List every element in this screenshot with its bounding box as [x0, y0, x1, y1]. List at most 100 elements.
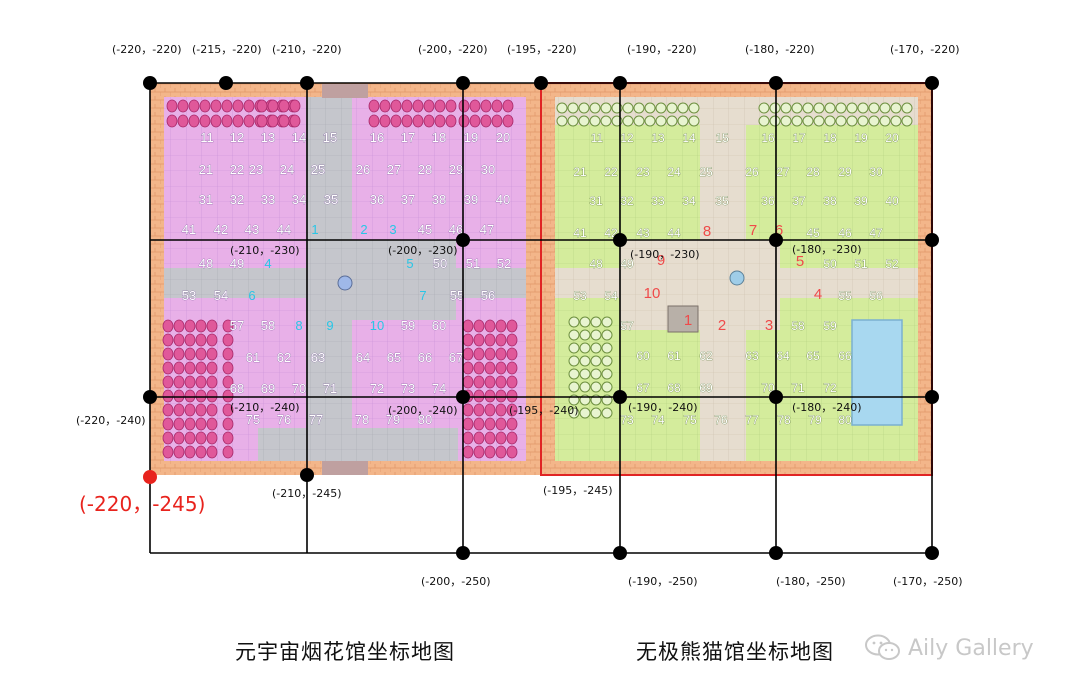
pink-tree-icon — [206, 361, 218, 375]
left-special-plot: 10 — [370, 318, 384, 333]
left-bottom-path — [258, 428, 458, 461]
dot-170-230 — [925, 233, 939, 247]
left-plot-number: 41 — [182, 222, 196, 237]
pink-tree-icon — [222, 361, 234, 375]
green-tree-icon — [890, 102, 902, 114]
pink-tree-icon — [506, 333, 518, 347]
left-plot-number: 63 — [311, 350, 325, 365]
label-210-220: (-210，-220) — [272, 43, 342, 56]
pink-tree-icon — [462, 347, 474, 361]
green-tree-icon — [601, 342, 613, 354]
green-tree-icon — [601, 316, 613, 328]
right-special-plot: 2 — [718, 317, 726, 334]
dot-180-240 — [769, 390, 783, 404]
right-plot-number: 52 — [885, 257, 899, 271]
dot-215-220 — [219, 76, 233, 90]
left-plot-number: 67 — [449, 350, 463, 365]
green-tree-icon — [677, 115, 689, 127]
green-tree-icon — [824, 115, 836, 127]
pink-tree-icon — [166, 114, 178, 128]
left-special-plot: 3 — [389, 222, 396, 237]
left-special-plot: 2 — [360, 222, 367, 237]
dot-180-230 — [769, 233, 783, 247]
left-plot-number: 73 — [401, 381, 415, 396]
pink-tree-icon — [206, 431, 218, 445]
right-plot-number: 48 — [589, 257, 603, 271]
right-plot-number: 45 — [806, 226, 820, 240]
pink-tree-icon — [195, 417, 207, 431]
pink-tree-icon — [484, 389, 496, 403]
left-plot-number: 25 — [311, 162, 325, 177]
pink-tree-icon — [222, 319, 234, 333]
green-tree-icon — [857, 102, 869, 114]
dot-190-220 — [613, 76, 627, 90]
label-210-245: (-210，-245) — [272, 487, 342, 500]
pink-tree-icon — [473, 445, 485, 459]
left-plot-number: 39 — [464, 192, 478, 207]
pink-tree-icon — [162, 347, 174, 361]
right-plot-number: 35 — [715, 194, 729, 208]
green-tree-icon — [890, 115, 902, 127]
left-plot-number: 18 — [432, 130, 446, 145]
green-tree-icon — [579, 381, 591, 393]
label-210-240: (-210，-240) — [230, 401, 300, 414]
pink-tree-icon — [177, 99, 189, 113]
pink-tree-icon — [166, 99, 178, 113]
green-tree-icon — [813, 102, 825, 114]
pink-tree-icon — [184, 445, 196, 459]
left-plot-number: 49 — [230, 256, 244, 271]
right-special-plot: 4 — [814, 286, 822, 303]
pink-tree-icon — [184, 375, 196, 389]
green-tree-icon — [769, 102, 781, 114]
left-plot-number: 30 — [481, 162, 495, 177]
right-plot-number: 76 — [714, 413, 728, 427]
right-plot-number: 58 — [791, 319, 805, 333]
pink-tree-icon — [162, 431, 174, 445]
left-plot-number: 42 — [214, 222, 228, 237]
left-special-plot: 5 — [406, 256, 413, 271]
right-plot-number: 19 — [854, 131, 868, 145]
pink-tree-icon — [473, 375, 485, 389]
coordinate-grid — [149, 82, 933, 554]
right-plot-number: 14 — [682, 131, 696, 145]
right-plot-number: 71 — [791, 381, 805, 395]
right-plot-number: 18 — [823, 131, 837, 145]
right-plot-number: 51 — [854, 257, 868, 271]
green-tree-icon — [568, 316, 580, 328]
left-special-plot: 9 — [326, 318, 333, 333]
pink-tree-icon — [222, 431, 234, 445]
green-tree-icon — [568, 368, 580, 380]
green-tree-icon — [791, 102, 803, 114]
green-tree-icon — [579, 342, 591, 354]
pink-tree-icon — [173, 347, 185, 361]
right-plot-number: 61 — [667, 349, 681, 363]
left-plot-number: 11 — [200, 130, 214, 145]
right-plot-number: 69 — [699, 381, 713, 395]
green-tree-icon — [677, 102, 689, 114]
right-plot-number: 21 — [573, 165, 587, 179]
left-special-plot: 6 — [248, 288, 255, 303]
right-plot-number: 11 — [591, 131, 604, 145]
pink-tree-icon — [222, 445, 234, 459]
green-tree-icon — [868, 102, 880, 114]
pink-tree-icon — [506, 389, 518, 403]
pink-tree-icon — [480, 114, 492, 128]
pink-tree-icon — [195, 389, 207, 403]
pink-tree-icon — [445, 114, 457, 128]
left-plot-number: 58 — [261, 318, 275, 333]
right-plot-number: 57 — [620, 319, 634, 333]
pink-tree-icon — [390, 99, 402, 113]
pink-tree-icon — [495, 361, 507, 375]
brand-watermark: Aily Gallery — [864, 628, 1054, 668]
dot-170-250 — [925, 546, 939, 560]
pink-tree-icon — [206, 319, 218, 333]
label-180-230: (-180，-230) — [792, 243, 862, 256]
right-plot-number: 16 — [761, 131, 775, 145]
pink-tree-icon — [184, 319, 196, 333]
pink-tree-icon — [177, 114, 189, 128]
right-plot-number: 17 — [792, 131, 806, 145]
pink-tree-icon — [256, 99, 268, 113]
green-tree-icon — [590, 355, 602, 367]
pink-tree-icon — [473, 333, 485, 347]
